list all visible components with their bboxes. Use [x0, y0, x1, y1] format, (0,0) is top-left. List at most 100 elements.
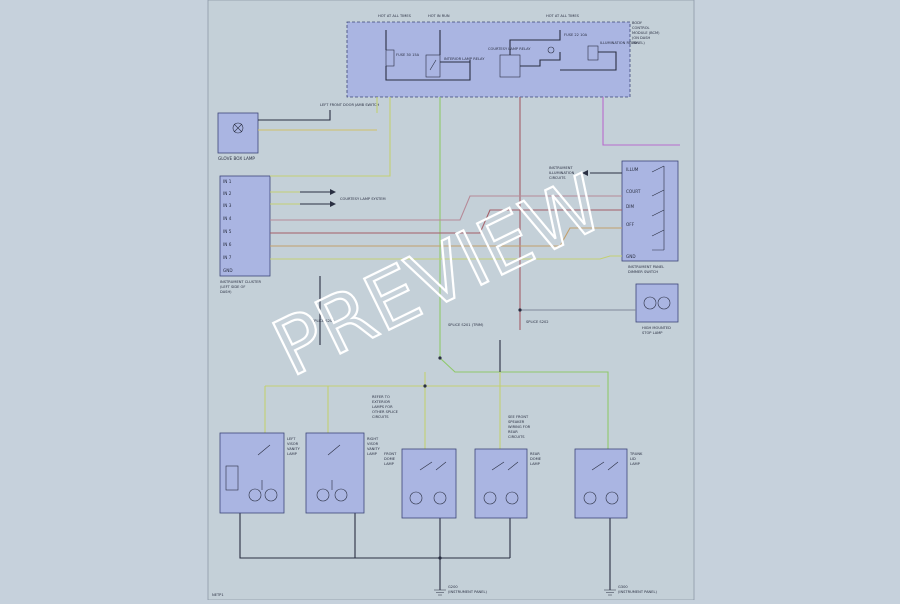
wire-bcm-to-cluster	[270, 97, 391, 177]
relay-3-label: ILLUMINATION RELAY	[600, 41, 638, 45]
lamp-4-caption-3: LAMP	[530, 462, 541, 466]
right-pin-3: DIM	[626, 204, 634, 209]
lamp-4-bulb-a	[483, 491, 497, 505]
left-pin-7: IN 7	[223, 255, 232, 260]
top-module-caption-4: (ON DASH	[632, 36, 651, 40]
lamp-3-caption-3: LAMP	[384, 462, 395, 466]
lamp-box-2	[305, 432, 365, 514]
lamp-1-bulb-b	[264, 488, 278, 502]
ground-2-label-1: G300	[618, 585, 628, 589]
lamp-2-caption-4: LAMP	[367, 452, 378, 456]
lamp-3-caption-2: DOME	[384, 457, 396, 461]
ground-2-label-2: (INSTRUMENT PANEL)	[618, 590, 658, 594]
wire-cl-4	[270, 209, 622, 234]
glove-box-bulb-filament	[233, 123, 243, 133]
trunk-lamp: HIGH MOUNTED STOP LAMP	[635, 283, 679, 335]
fuse-symbol	[385, 49, 395, 67]
relay-symbol-3	[587, 45, 599, 61]
sheet-footer: NETP1	[212, 593, 224, 597]
lamp-2-bulb-a	[316, 488, 330, 502]
top-module-caption-2: CONTROL	[632, 26, 650, 30]
right-pin-5: GND	[626, 254, 636, 259]
relay-2-label: COURTESY LAMP RELAY	[488, 47, 531, 51]
top-module-caption-5: PANEL)	[632, 41, 645, 45]
arrow-heads	[330, 189, 336, 207]
wire-glove-1	[258, 110, 331, 121]
trunk-lamp-caption-1: HIGH MOUNTED	[642, 326, 671, 330]
wire-cl-5	[270, 227, 622, 247]
supply-2: HOT IN RUN	[428, 14, 450, 18]
lamp-4-bulb-b	[505, 491, 519, 505]
ground-1-label-1: G200	[448, 585, 458, 589]
splice-note-1-line-2: EXTERIOR	[372, 400, 391, 404]
glove-box-bulb	[232, 122, 244, 134]
splice-note-1-line-1: REFER TO	[372, 395, 390, 399]
splice-note-1-line-4: OTHER SPLICE	[372, 410, 399, 414]
lamp-1-caption-4: LAMP	[287, 452, 298, 456]
left-module-caption-3: DASH)	[220, 290, 232, 294]
glove-box-lamp-caption: GLOVE BOX LAMP	[218, 156, 255, 161]
top-module-box	[346, 21, 631, 98]
trunk-lamp-box	[635, 283, 679, 323]
lamp-symbol	[547, 46, 555, 54]
supply-3: HOT AT ALL TIMES	[546, 14, 580, 18]
top-module: HOT AT ALL TIMES HOT IN RUN HOT AT ALL T…	[346, 14, 660, 98]
wire-bcm-courtesy	[439, 97, 609, 449]
splice-note-2-line-5: CIRCUITS	[508, 435, 525, 439]
relay-contact	[429, 59, 437, 71]
lamp-1-caption-2: VISOR	[287, 442, 299, 446]
ground-2: G300 (INSTRUMENT PANEL)	[604, 585, 658, 596]
splice-2-label: SPLICE S202	[526, 320, 549, 324]
splice-dot-2	[518, 308, 522, 312]
lamp-box-4	[474, 448, 528, 519]
right-module-box	[621, 160, 679, 262]
left-pin-6: IN 6	[223, 242, 232, 247]
wire-grounds	[239, 512, 611, 590]
lamp-5-caption-2: LID	[630, 457, 636, 461]
lamp-2-bulb-b	[334, 488, 348, 502]
left-pin-8: GND	[223, 268, 233, 273]
splice-1-label: SPLICE S201 (TRIM)	[448, 323, 484, 327]
left-pin-5: IN 5	[223, 229, 232, 234]
left-pin-1: IN 1	[223, 179, 232, 184]
splice-dot-4	[438, 556, 442, 560]
lamp-5-caption-1: TRUNK	[629, 452, 643, 456]
lamp-box-1	[219, 432, 285, 514]
left-module-caption-2: (LEFT SIDE OF	[220, 285, 245, 289]
lamp-2-caption-1: RIGHT	[367, 437, 379, 441]
wire-violet	[602, 97, 680, 146]
lamp-4-contact	[491, 461, 519, 471]
top-module-caption-1: BODY	[632, 21, 643, 25]
fuse-1-label: FUSE 30 15A	[396, 53, 420, 57]
lamp-3-bulb-a	[409, 491, 423, 505]
left-pin-2: IN 2	[223, 191, 232, 196]
relay-1-label: INTERIOR LAMP RELAY	[444, 57, 485, 61]
lamp-2-caption-3: VANITY	[367, 447, 381, 451]
splice-note-2-line-4: REAR	[508, 430, 518, 434]
lamp-1-contact	[257, 444, 271, 490]
lamp-4-caption-2: DOME	[530, 457, 542, 461]
right-side-note-2: ILLUMINATION	[549, 171, 575, 175]
lamp-box-5	[574, 448, 628, 519]
left-module-caption-1: INSTRUMENT CLUSTER	[220, 280, 261, 284]
splice-note-2-line-3: WIRING FOR	[508, 425, 531, 429]
lamp-3-caption-1: FRONT	[384, 452, 397, 456]
splice-3-label: SPLICE S203	[312, 319, 335, 323]
lamp-5-bulb-a	[583, 491, 597, 505]
arrow-lines	[300, 191, 330, 205]
splice-dot-1	[438, 356, 442, 360]
bottom-lamp-left-visor: LEFT VISOR VANITY LAMP	[219, 432, 301, 514]
lamp-2-contact	[327, 444, 341, 490]
splice-dot-3	[423, 384, 427, 388]
right-module: ILLUM COURT DIM OFF GND INSTRUMENT ILLUM…	[549, 160, 679, 274]
left-module: IN 1 IN 2 IN 3 IN 4 IN 5 IN 6 IN 7 GND I…	[219, 175, 386, 294]
left-pin-3: IN 3	[223, 203, 232, 208]
right-side-note-3: CIRCUITS	[549, 176, 566, 180]
trunk-lamp-bulb-2	[657, 296, 671, 310]
ground-1-label-2: (INSTRUMENT PANEL)	[448, 590, 488, 594]
trunk-lamp-caption-2: STOP LAMP	[642, 331, 663, 335]
lamp-2-caption-2: VISOR	[367, 442, 379, 446]
left-module-note: COURTESY LAMP SYSTEM	[340, 197, 386, 201]
right-pin-2: COURT	[626, 189, 641, 194]
